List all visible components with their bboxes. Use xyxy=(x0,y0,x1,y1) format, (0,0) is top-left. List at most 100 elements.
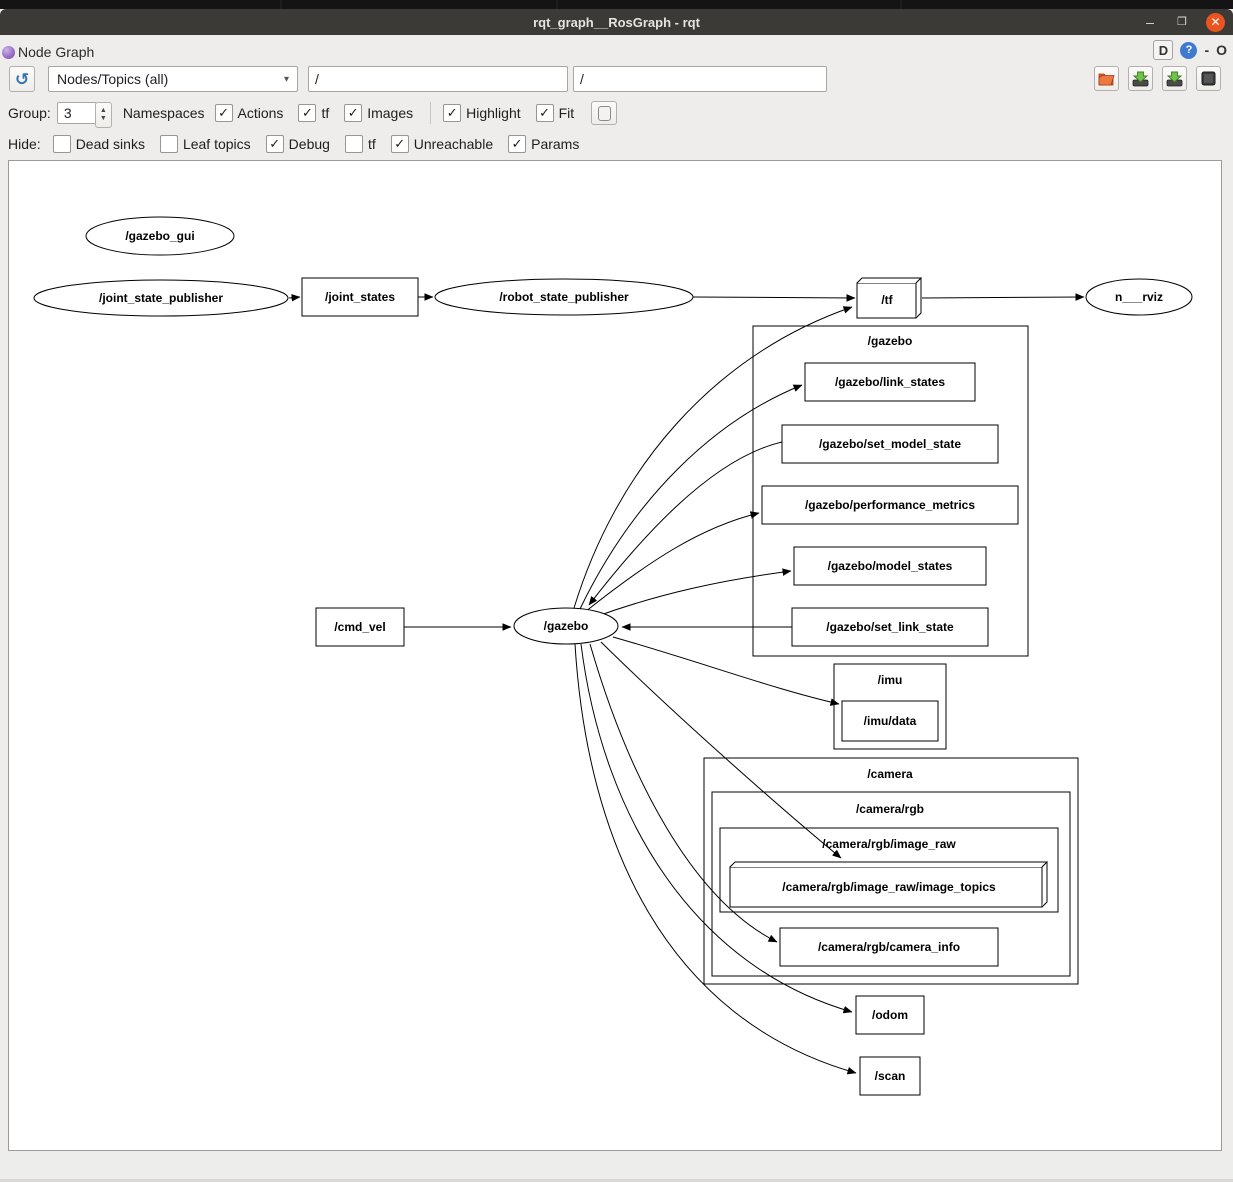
node-filter-input[interactable]: / xyxy=(308,66,568,92)
edge-gazebo-to-model-states xyxy=(594,568,792,618)
checkbox-label: Dead sinks xyxy=(75,136,145,152)
node-joint-states[interactable]: /joint_states xyxy=(301,277,419,317)
checkbox-images[interactable]: ✓ Images xyxy=(344,104,413,122)
node-camera-info[interactable]: /camera/rgb/camera_info xyxy=(779,927,999,967)
node-tf[interactable]: /tf xyxy=(856,277,923,319)
checkbox-box[interactable]: ✓ xyxy=(344,104,363,122)
save-dot-button[interactable] xyxy=(1128,66,1153,91)
node-robot-state-publisher[interactable]: /robot_state_publisher xyxy=(434,278,694,316)
graph-type-value: Nodes/Topics (all) xyxy=(57,71,169,87)
checkbox-debug[interactable]: ✓ Debug xyxy=(265,135,330,153)
cluster-imu xyxy=(833,663,947,750)
hide-row: Hide: Dead sinks Leaf topics ✓ Debug tf … xyxy=(0,130,1233,158)
node-imu-data[interactable]: /imu/data xyxy=(841,700,939,742)
cluster-camera-rgb-label: /camera/rgb xyxy=(856,802,924,816)
svg-text:/joint_states: /joint_states xyxy=(325,290,395,304)
edge-gazebo-to-performance-metrics xyxy=(584,511,760,613)
help-icon[interactable]: ? xyxy=(1180,41,1198,59)
status-area xyxy=(0,1151,1233,1182)
separator xyxy=(430,102,432,124)
panel-undock-button[interactable]: - xyxy=(1204,42,1210,58)
group-spinbox[interactable]: 3 ▲ ▼ xyxy=(56,102,112,128)
edge-rsp-to-tf xyxy=(692,294,856,302)
checkbox-params[interactable]: ✓ Params xyxy=(508,135,579,153)
node-odom[interactable]: /odom xyxy=(855,995,925,1035)
checkbox-tf[interactable]: ✓ tf xyxy=(298,104,329,122)
svg-text:/camera/rgb/camera_info: /camera/rgb/camera_info xyxy=(818,940,960,954)
spinbox-arrows[interactable]: ▲ ▼ xyxy=(94,102,112,128)
svg-text:/gazebo_gui: /gazebo_gui xyxy=(125,229,194,243)
snapshot-button[interactable] xyxy=(1196,66,1221,91)
hide-label: Hide: xyxy=(8,136,41,152)
window-bottom-edge xyxy=(0,1179,1233,1182)
load-dot-button[interactable] xyxy=(1094,66,1119,91)
node-joint-state-publisher[interactable]: /joint_state_publisher xyxy=(33,279,289,317)
node-scan[interactable]: /scan xyxy=(859,1056,921,1096)
cluster-camera-label: /camera xyxy=(867,767,913,781)
svg-text:/gazebo/performance_metrics: /gazebo/performance_metrics xyxy=(805,498,975,512)
open-folder-icon xyxy=(1098,73,1115,86)
save-image-button[interactable] xyxy=(1162,66,1187,91)
checkbox-label: Debug xyxy=(288,136,330,152)
node-gazebo-set-model-state[interactable]: /gazebo/set_model_state xyxy=(781,424,999,464)
checkbox-box[interactable]: ✓ xyxy=(214,104,233,122)
checkbox-dead-sinks[interactable]: Dead sinks xyxy=(52,135,145,153)
graph-nodes: /gazebo_gui /joint_state_publisher /join… xyxy=(33,216,1193,1096)
node-gazebo-model-states[interactable]: /gazebo/model_states xyxy=(793,546,987,586)
edge-jsp-to-joint-states xyxy=(288,293,301,302)
checkbox-fit[interactable]: ✓ Fit xyxy=(535,104,574,122)
panel-header: Node Graph xyxy=(0,39,1233,65)
fit-in-view-button[interactable] xyxy=(591,101,618,125)
node-gazebo-link-states[interactable]: /gazebo/link_states xyxy=(804,362,976,402)
checkbox-hide-tf[interactable]: tf xyxy=(344,135,376,153)
checkbox-box[interactable]: ✓ xyxy=(443,104,462,122)
checkbox-leaf-topics[interactable]: Leaf topics xyxy=(159,135,251,153)
window-titlebar: rqt_graph__RosGraph - rqt – ❐ ✕ xyxy=(0,9,1233,35)
node-camera-image-topics[interactable]: /camera/rgb/image_raw/image_topics xyxy=(729,861,1049,908)
checkbox-box[interactable] xyxy=(159,135,178,153)
group-value: 3 xyxy=(63,105,72,121)
checkbox-box[interactable] xyxy=(52,135,71,153)
checkbox-box[interactable] xyxy=(344,135,363,153)
checkbox-label: Params xyxy=(531,136,580,152)
graph-canvas[interactable]: /gazebo /imu /camera /camera/rgb /camera… xyxy=(8,160,1222,1151)
checkbox-box[interactable]: ✓ xyxy=(535,104,554,122)
checkbox-box[interactable]: ✓ xyxy=(508,135,527,153)
window-title: rqt_graph__RosGraph - rqt xyxy=(533,14,700,30)
svg-text:/gazebo/model_states: /gazebo/model_states xyxy=(828,559,953,573)
ros-node-graph: /gazebo /imu /camera /camera/rgb /camera… xyxy=(33,216,1193,1096)
spin-down-icon: ▼ xyxy=(99,115,107,122)
node-rviz[interactable]: n___rviz xyxy=(1085,278,1193,316)
svg-text:/imu/data: /imu/data xyxy=(864,714,917,728)
svg-text:/robot_state_publisher: /robot_state_publisher xyxy=(499,290,629,304)
checkbox-actions[interactable]: ✓ Actions xyxy=(214,104,283,122)
refresh-button[interactable]: ↻ xyxy=(9,66,35,92)
dock-reload-button[interactable]: D xyxy=(1153,40,1174,60)
graph-type-combobox[interactable]: Nodes/Topics (all) ▾ xyxy=(48,66,298,92)
checkbox-highlight[interactable]: ✓ Highlight xyxy=(443,104,521,122)
dark-square-icon xyxy=(1201,71,1216,86)
node-gazebo-gui[interactable]: /gazebo_gui xyxy=(85,216,235,256)
minimize-button[interactable]: – xyxy=(1146,14,1154,30)
edge-gazebo-to-scan xyxy=(574,643,857,1075)
edge-gazebo-to-tf xyxy=(573,306,853,609)
checkbox-box[interactable]: ✓ xyxy=(265,135,284,153)
checkbox-label: Highlight xyxy=(466,105,521,121)
fit-in-view-icon xyxy=(597,105,611,121)
checkbox-unreachable[interactable]: ✓ Unreachable xyxy=(390,135,493,153)
edge-gazebo-to-camera-info xyxy=(589,643,778,943)
close-button[interactable]: ✕ xyxy=(1206,12,1225,32)
edge-gazebo-to-odom xyxy=(580,643,853,1014)
panel-close-button[interactable]: O xyxy=(1216,42,1227,58)
refresh-icon: ↻ xyxy=(14,69,30,89)
topic-filter-input[interactable]: / xyxy=(573,66,827,92)
node-gazebo-performance-metrics[interactable]: /gazebo/performance_metrics xyxy=(761,485,1019,525)
rqt-plugin-icon xyxy=(2,45,15,59)
maximize-button[interactable]: ❐ xyxy=(1177,16,1187,28)
checkbox-box[interactable]: ✓ xyxy=(390,135,409,153)
node-gazebo[interactable]: /gazebo xyxy=(513,607,619,645)
node-gazebo-set-link-state[interactable]: /gazebo/set_link_state xyxy=(791,607,989,647)
checkbox-box[interactable]: ✓ xyxy=(298,104,317,122)
edge-set-model-state-to-gazebo xyxy=(588,441,783,606)
node-cmd-vel[interactable]: /cmd_vel xyxy=(315,607,405,647)
